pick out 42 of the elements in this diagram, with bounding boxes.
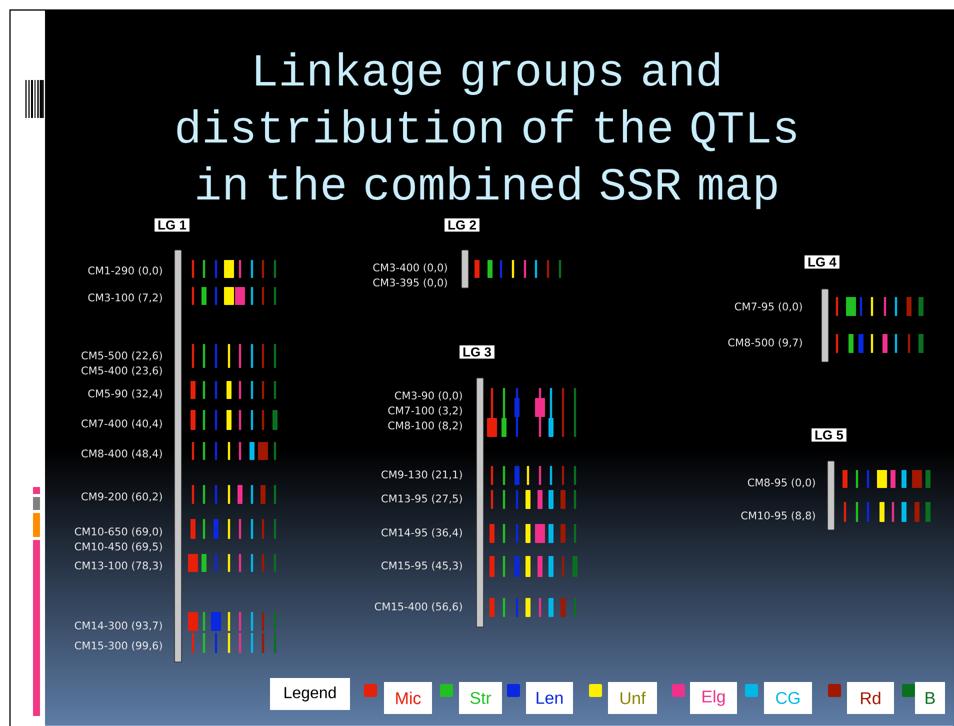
legend-label: Mic — [384, 682, 432, 714]
marker-label: CM14-95 (36,4) — [382, 528, 462, 538]
marker-label: CM5-500 (22,6) — [82, 351, 162, 361]
marker-label: CM8-500 (9,7) — [728, 338, 802, 348]
legend-label: Len — [526, 682, 573, 714]
legend-label: B — [915, 682, 945, 714]
legend-label: Str — [459, 682, 502, 714]
marker-label: CM8-400 (48,4) — [82, 449, 162, 459]
group-heading: LG 3 — [460, 345, 494, 359]
marker-label: CM7-95 (0,0) — [734, 302, 802, 312]
marker-label: CM5-400 (23,6) — [82, 366, 162, 376]
legend-label: CG — [764, 682, 812, 714]
group-heading: LG 1 — [154, 218, 190, 232]
legend-label: Unf — [608, 682, 657, 714]
group-heading: LG 5 — [812, 428, 846, 442]
legend-label: Rd — [847, 682, 894, 714]
legend-heading: Legend — [270, 678, 350, 710]
marker-label: CM14-300 (93,7) — [74, 621, 162, 631]
marker-label: CM5-90 (32,4) — [88, 389, 162, 399]
marker-label: CM15-95 (45,3) — [382, 561, 462, 571]
marker-label: CM13-95 (27,5) — [382, 494, 462, 504]
legend-label: Elg — [690, 682, 737, 714]
marker-label: CM8-95 (0,0) — [748, 478, 815, 488]
marker-label: CM3-395 (0,0) — [373, 278, 447, 288]
marker-label: CM15-300 (99,6) — [74, 641, 162, 651]
marker-label: CM9-130 (21,1) — [382, 470, 462, 480]
marker-label: CM1-290 (0,0) — [88, 266, 162, 276]
marker-label: CM9-200 (60,2) — [82, 492, 162, 502]
marker-label: CM3-100 (7,2) — [88, 293, 162, 303]
marker-label: CM3-90 (0,0) — [394, 391, 462, 401]
marker-label: CM10-450 (69,5) — [74, 542, 162, 552]
marker-label: CM3-400 (0,0) — [373, 263, 447, 273]
marker-label: CM15-400 (56,6) — [374, 602, 462, 612]
marker-label: CM10-650 (69,0) — [74, 527, 162, 537]
marker-label: CM7-100 (3,2) — [388, 406, 462, 416]
group-heading: LG 4 — [804, 255, 840, 269]
group-heading: LG 2 — [444, 218, 480, 232]
title: Linkage groups and distribution of the QTLs in the combined SSR map — [177, 52, 796, 210]
marker-label: CM7-400 (40,4) — [82, 419, 162, 429]
marker-label: CM13-100 (78,3) — [74, 561, 162, 571]
marker-label: CM10-95 (8,8) — [741, 511, 815, 521]
marker-label: CM8-100 (8,2) — [388, 421, 462, 431]
